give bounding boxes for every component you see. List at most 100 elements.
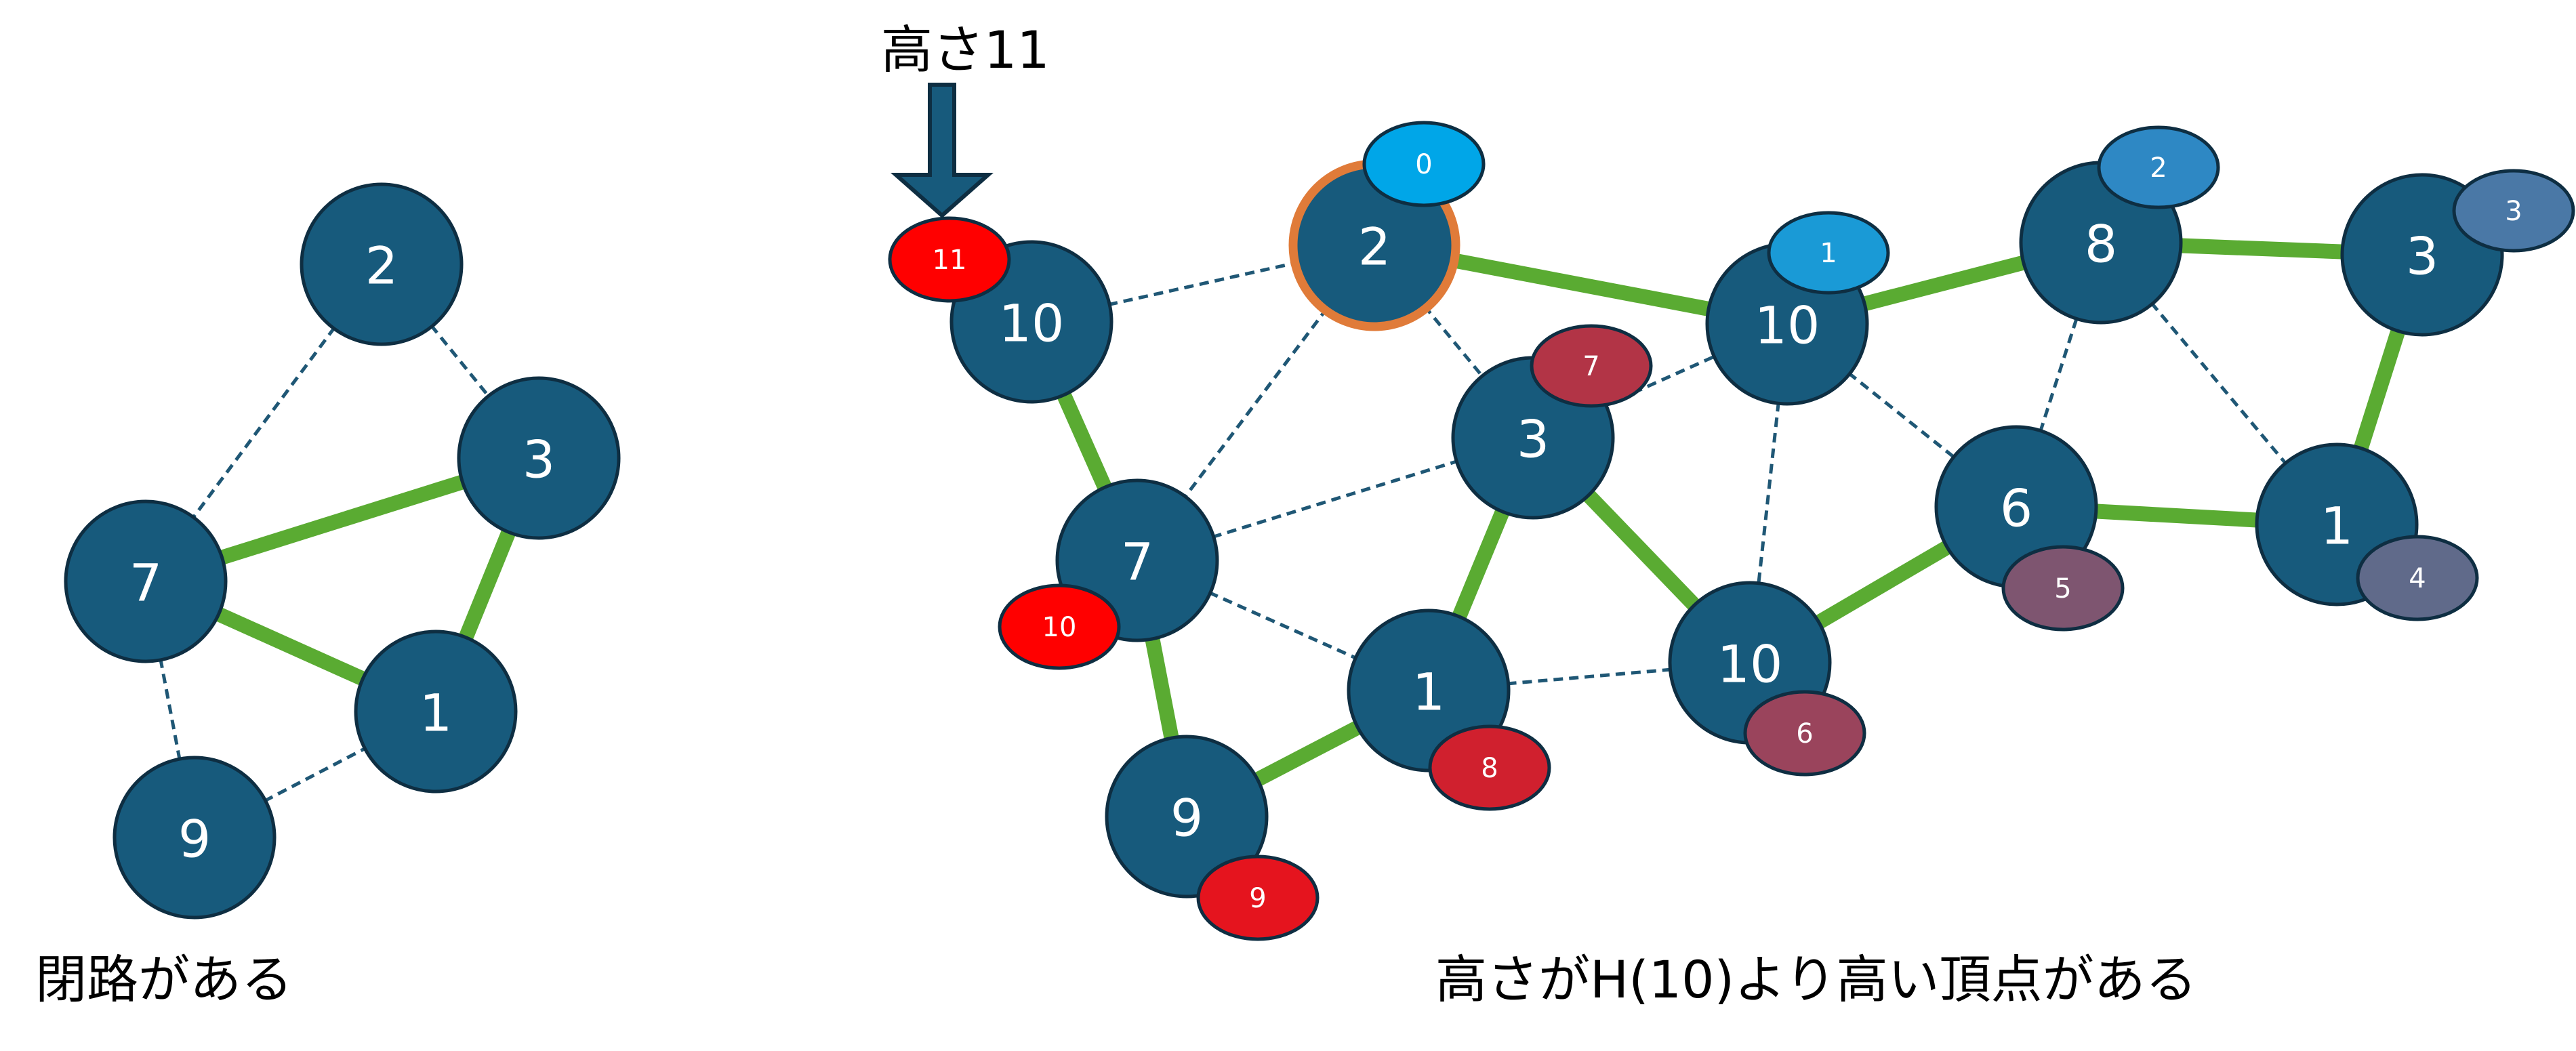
right-height-badge-shape [1428, 724, 1551, 811]
right-height-badge-label: 6 [1796, 718, 1813, 749]
right-vertex-label: 8 [2085, 214, 2117, 274]
right-height-badge: 10 [998, 583, 1121, 670]
right-edge-solid [1582, 489, 1701, 612]
right-vertex: 9 [1105, 735, 1269, 899]
right-height-badge-shape [998, 583, 1121, 670]
right-vertex-label: 1 [2321, 496, 2353, 556]
right-vertex-label: 7 [1121, 532, 1153, 592]
right-edge-solid [1861, 255, 2027, 312]
left-vertex-circle [113, 756, 277, 920]
right-height-badge: 2 [2097, 125, 2220, 209]
left-edge-dashed [430, 324, 491, 398]
right-height-badge: 5 [2001, 545, 2125, 632]
right-height-badge: 4 [2356, 535, 2479, 621]
right-vertex-label: 10 [999, 293, 1065, 354]
left-vertex-label: 3 [523, 430, 555, 490]
left-vertex: 1 [354, 630, 518, 794]
left-vertex-label: 9 [178, 809, 211, 869]
right-vertex-label: 1 [1412, 662, 1445, 722]
right-edge-solid [2353, 327, 2406, 452]
right-height-badge: 11 [888, 216, 1011, 303]
left-vertex-circle [300, 182, 464, 346]
right-height-badge-label: 7 [1582, 351, 1599, 382]
right-edge-solid [2179, 238, 2344, 260]
left-vertex-label: 2 [365, 236, 398, 296]
left-vertex-circle [64, 499, 228, 663]
right-height-badge: 0 [1362, 121, 1486, 207]
right-vertex-label: 2 [1358, 217, 1391, 277]
edges-layer [159, 238, 2406, 803]
right-vertex-label: 3 [2406, 226, 2438, 287]
left-vertex-circle [354, 630, 518, 794]
right-height-badge-label: 0 [1415, 149, 1432, 180]
right-edge-dashed [1423, 304, 1485, 379]
right-height-badge-shape [2356, 535, 2479, 621]
right-height-badge-shape [1530, 324, 1653, 408]
right-height-badge-label: 10 [1042, 612, 1077, 643]
right-edge-dashed [1847, 371, 1956, 459]
right-edge-dashed [2150, 302, 2288, 466]
down-arrow-icon [891, 83, 994, 219]
right-height-badge: 8 [1428, 724, 1551, 811]
right-edge-dashed [1183, 307, 1329, 499]
right-vertex-circle [1105, 735, 1269, 899]
left-vertex: 3 [457, 376, 621, 540]
left-edge-solid [458, 528, 516, 642]
right-edge-solid [1452, 508, 1510, 621]
right-height-badge-label: 3 [2505, 196, 2522, 227]
pointer-arrow [891, 83, 994, 219]
right-edge-solid [1450, 252, 1712, 317]
right-height-badge-shape [1362, 121, 1486, 207]
right-vertex-label: 9 [1170, 788, 1203, 848]
right-height-badge-label: 8 [1481, 753, 1498, 784]
left-caption: 閉路がある [35, 949, 293, 1010]
right-edge-dashed [1507, 667, 1672, 686]
right-height-badge: 9 [1196, 854, 1320, 941]
right-edge-dashed [2039, 316, 2079, 433]
left-vertex-label: 7 [129, 553, 162, 613]
right-height-badge-label: 1 [1820, 238, 1837, 269]
right-height-badge-shape [2097, 125, 2220, 209]
right-height-badge: 1 [1767, 211, 1890, 295]
left-edge-dashed [263, 746, 367, 803]
right-edge-dashed [1107, 260, 1299, 307]
right-height-badge-shape [1743, 690, 1866, 777]
right-vertex-label: 10 [1717, 634, 1783, 695]
right-edge-dashed [1212, 459, 1458, 539]
left-edge-solid [214, 606, 367, 686]
left-edge-solid [218, 474, 466, 565]
right-height-badge-label: 4 [2409, 563, 2426, 594]
right-edge-dashed [1757, 402, 1780, 585]
right-height-badge: 3 [2452, 169, 2575, 253]
right-height-badge-label: 5 [2054, 573, 2071, 604]
left-vertex: 7 [64, 499, 228, 663]
left-vertex: 9 [113, 756, 277, 920]
right-vertex-label: 3 [1517, 409, 1549, 470]
right-height-badge: 7 [1530, 324, 1653, 408]
left-vertex-circle [457, 376, 621, 540]
right-height-badge-shape [2452, 169, 2575, 253]
right-height-badge-shape [1767, 211, 1890, 295]
right-height-badge-label: 11 [933, 245, 967, 276]
right-vertex-label: 10 [1755, 295, 1820, 356]
left-edge-dashed [191, 326, 336, 520]
right-height-badge-shape [2001, 545, 2125, 632]
right-caption: 高さがH(10)より高い頂点がある [1435, 949, 2197, 1010]
right-height-badge-label: 2 [2150, 152, 2167, 184]
left-vertex: 2 [300, 182, 464, 346]
right-vertex-label: 6 [2000, 478, 2032, 539]
left-vertex-label: 1 [420, 683, 452, 743]
right-edge-solid [1814, 540, 1953, 630]
right-edge-dashed [1208, 591, 1358, 660]
right-height-badge-label: 9 [1249, 883, 1266, 914]
right-height-badge-shape [888, 216, 1011, 303]
right-height-badge: 6 [1743, 690, 1866, 777]
pointer-label: 高さ11 [881, 20, 1050, 80]
right-edge-solid [2094, 503, 2259, 528]
left-edge-dashed [159, 658, 182, 761]
right-edge-solid [1145, 636, 1179, 741]
right-edge-solid [1252, 720, 1363, 787]
right-edge-solid [1056, 390, 1113, 492]
